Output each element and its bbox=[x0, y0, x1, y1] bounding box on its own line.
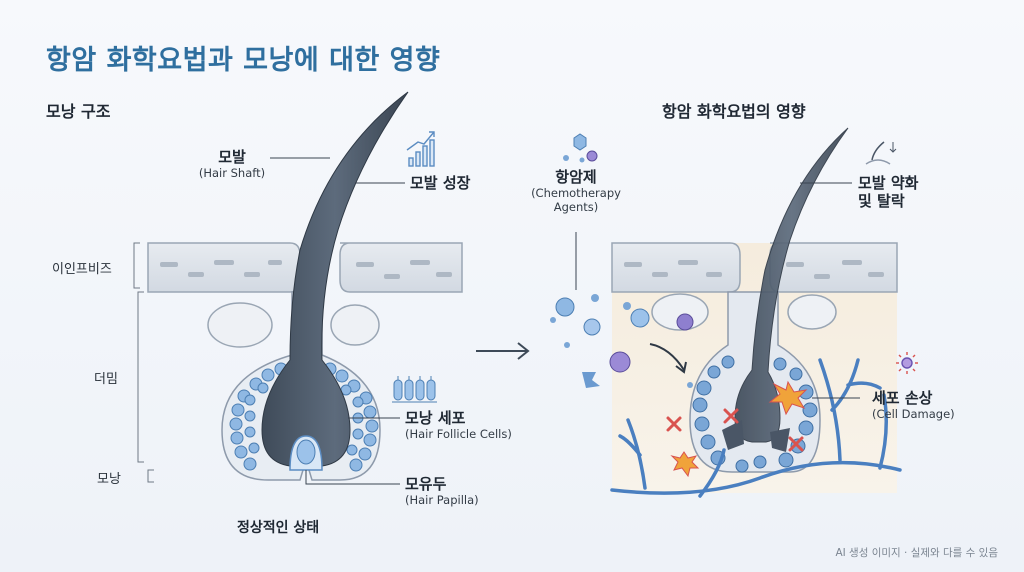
sebaceous-gland-left bbox=[207, 302, 273, 348]
dermis-label: 더밈 bbox=[94, 372, 118, 387]
right-leader-lines bbox=[575, 182, 860, 399]
follicle-cells-icon bbox=[392, 376, 437, 403]
normal-follicle bbox=[147, 91, 463, 481]
chemo-agents-label-en1: (Chemotherapy bbox=[531, 186, 621, 200]
hair-papilla-label: 모유두 (Hair Papilla) bbox=[405, 475, 479, 507]
hair-papilla-label-ko: 모유두 bbox=[405, 475, 447, 493]
right-section-heading: 항암 화학요법의 영향 bbox=[662, 102, 806, 121]
page-title: 항암 화학요법과 모낭에 대한 영향 bbox=[46, 45, 441, 76]
hair-shaft-label-ko: 모발 bbox=[218, 148, 246, 166]
hair-weakening-label-2: 및 탈락 bbox=[858, 192, 905, 210]
hair-weakening-label-1: 모발 약화 bbox=[858, 174, 919, 192]
epidermis-label: 이인프비즈 bbox=[52, 262, 112, 277]
burst-icons bbox=[670, 380, 808, 478]
chemical-molecule-icon bbox=[563, 133, 598, 163]
follicle-label: 모낭 bbox=[97, 472, 121, 487]
affected-follicle bbox=[550, 127, 902, 498]
sebaceous-gland-right bbox=[330, 304, 380, 346]
hair-shaft-label: 모발 (Hair Shaft) bbox=[196, 148, 268, 180]
epidermis-texture bbox=[160, 260, 452, 279]
hair-loss-icon bbox=[865, 141, 897, 165]
chemo-particles bbox=[550, 294, 694, 388]
cell-damage-icon bbox=[896, 352, 918, 374]
left-section-heading: 모낭 구조 bbox=[46, 102, 111, 121]
chemo-agents-label-ko: 항암제 bbox=[555, 168, 597, 186]
hair-weakening-label: 모발 약화 및 탈락 bbox=[858, 174, 918, 210]
hair-shaft-label-en: (Hair Shaft) bbox=[198, 166, 266, 180]
cell-damage-label-ko: 세포 손상 bbox=[872, 389, 933, 407]
chemo-agents-label-en2: Agents) bbox=[553, 200, 599, 214]
growth-chart-icon bbox=[406, 131, 435, 167]
follicle-cell-ring bbox=[229, 362, 379, 472]
follicle-cells-label: 모낭 세포 (Hair Follicle Cells) bbox=[405, 409, 512, 441]
hair-papilla-label-en: (Hair Papilla) bbox=[405, 493, 479, 507]
follicle-cells-label-en: (Hair Follicle Cells) bbox=[405, 427, 512, 441]
hair-growth-label: 모발 성장 bbox=[410, 174, 471, 192]
blood-vessels bbox=[610, 358, 902, 498]
cell-damage-label: 세포 손상 (Cell Damage) bbox=[872, 389, 955, 421]
hair-shaft-weak bbox=[734, 127, 849, 443]
cell-damage-label-en: (Cell Damage) bbox=[872, 407, 955, 421]
transition-arrow-icon bbox=[476, 342, 530, 360]
follicle-cells-label-ko: 모낭 세포 bbox=[405, 409, 466, 427]
ai-disclaimer-footer: AI 생성 이미지 · 실제와 다를 수 있음 bbox=[835, 547, 998, 559]
layer-brackets bbox=[133, 242, 154, 483]
left-leader-lines bbox=[270, 157, 405, 485]
chemo-agents-label: 항암제 (Chemotherapy Agents) bbox=[526, 168, 626, 214]
normal-state-caption: 정상적인 상태 bbox=[237, 520, 320, 536]
cell-damage-marks bbox=[666, 408, 804, 452]
